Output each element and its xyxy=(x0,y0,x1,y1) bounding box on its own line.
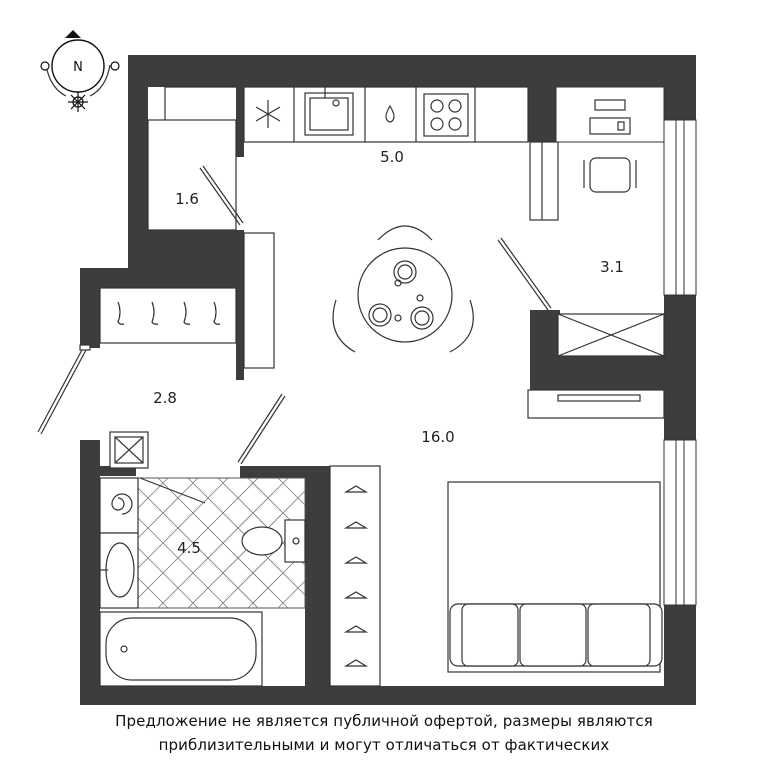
living-wardrobe xyxy=(329,465,381,687)
area-label-living-room: 16.0 xyxy=(421,428,454,446)
balcony-furniture xyxy=(497,99,665,419)
closet-room xyxy=(147,86,244,231)
area-label-balcony: 3.1 xyxy=(600,258,624,276)
dining-table xyxy=(332,225,474,353)
bathroom-fixtures xyxy=(99,393,306,687)
entrance-door-icon xyxy=(37,344,91,435)
hallway-wardrobe xyxy=(99,232,275,369)
area-label-kitchen: 5.0 xyxy=(380,148,404,166)
compass: N xyxy=(40,30,120,112)
compass-north-label: N xyxy=(73,60,83,75)
windows xyxy=(555,86,697,606)
area-label-hall-closet: 1.6 xyxy=(175,190,199,208)
disclaimer-line-2: приблизительными и могут отличаться от ф… xyxy=(158,736,610,754)
disclaimer-line-1: Предложение не является публичной оферто… xyxy=(115,712,653,730)
snowflake-icon xyxy=(255,100,281,128)
area-label-hallway: 2.8 xyxy=(153,389,177,407)
sun-icon xyxy=(68,92,88,112)
stove-icon xyxy=(423,93,469,137)
sofa-bed xyxy=(447,481,663,673)
sink-icon xyxy=(304,87,354,136)
water-drop-icon xyxy=(385,104,395,123)
area-label-bathroom: 4.5 xyxy=(177,539,201,557)
